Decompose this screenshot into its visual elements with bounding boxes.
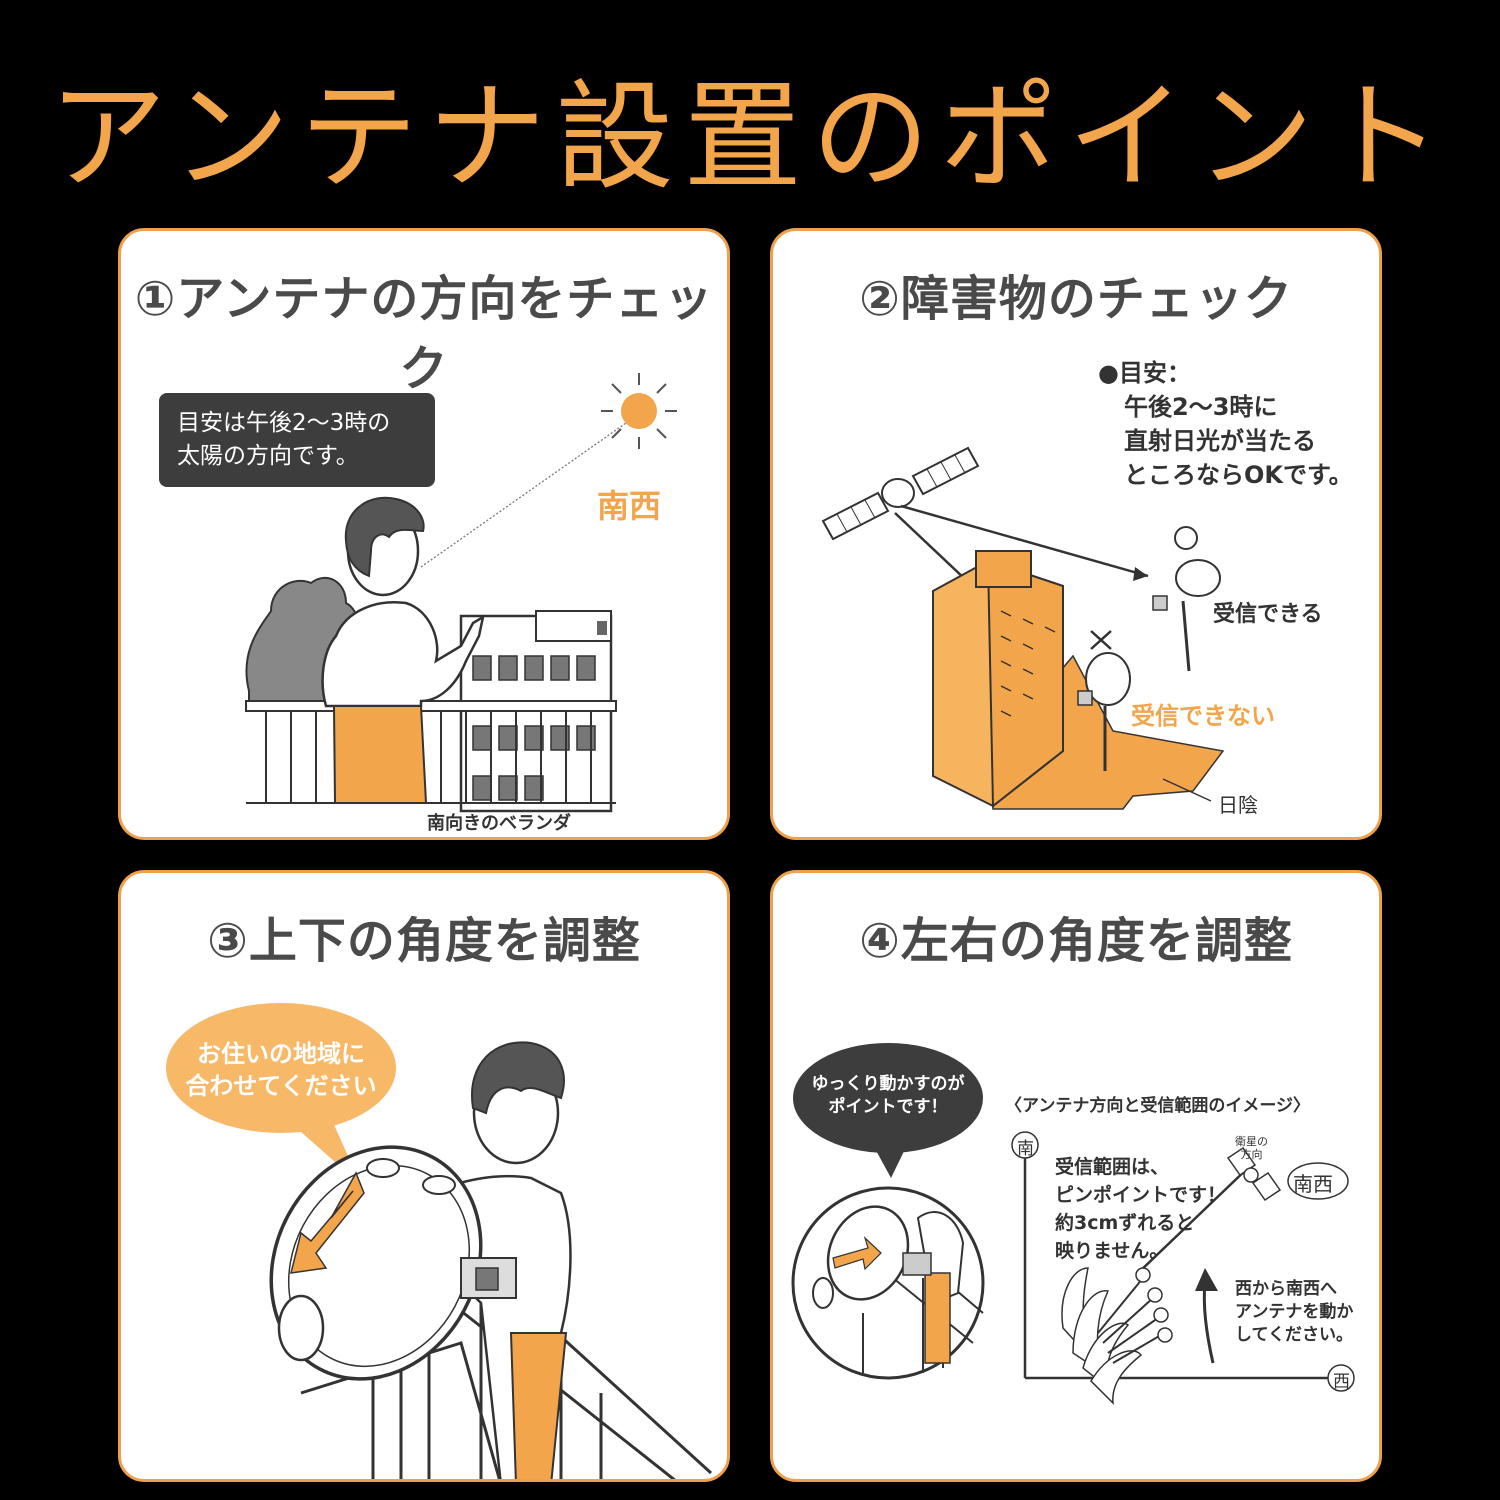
move-line: してください。 — [1235, 1325, 1353, 1345]
sun-icon — [601, 373, 677, 449]
range-line: ピンポイントです！ — [1055, 1184, 1227, 1206]
note-line: 太陽の方向です。 — [177, 443, 359, 469]
range-line: 受信範囲は、 — [1055, 1156, 1170, 1178]
guide-line: 直射日光が当たる — [1124, 427, 1316, 455]
up-down-arrow-icon — [290, 1171, 365, 1274]
slow-move-bubble: ゆっくり動かすのが ポイントです！ — [793, 1073, 983, 1119]
west-label: 西 — [1333, 1372, 1350, 1392]
reception-ok-label: 受信できる — [1213, 602, 1323, 627]
region-bubble: お住いの地域に 合わせてください — [171, 1038, 391, 1102]
note-line: 目安は午後2〜3時の — [177, 410, 391, 436]
satellite-icon — [821, 446, 980, 541]
range-line: 映りません。 — [1055, 1240, 1169, 1262]
panel3-title: ③上下の角度を調整 — [207, 913, 641, 969]
sat-dir-line: 方向 — [1240, 1148, 1263, 1161]
move-instruction: 西から南西へ アンテナを動か してください。 — [1235, 1278, 1353, 1347]
bubble-line: ゆっくり動かすのが — [811, 1074, 965, 1094]
panel-antenna-direction: ①アンテナの方向をチェック 目安は午後2〜3時の 太陽の方向です。 南西 南向き… — [118, 228, 730, 840]
panel-horizontal-angle: ④左右の角度を調整 ゆっくり動かすのが ポイントです！ 〈アンテナ方向と受信範囲… — [770, 870, 1382, 1482]
sat-dir-line: 衛星の — [1235, 1135, 1268, 1148]
panel4-title: ④左右の角度を調整 — [859, 913, 1293, 969]
bubble-line: ポイントです！ — [828, 1097, 948, 1117]
southwest-label: 南西 — [597, 487, 662, 525]
reception-range-note: 受信範囲は、 ピンポイントです！ 約3cmずれると 映りません。 — [1055, 1153, 1226, 1265]
bubble-line: 合わせてください — [185, 1072, 377, 1100]
panel-vertical-angle: ③上下の角度を調整 お住いの地域に 合わせてください — [118, 870, 730, 1482]
move-line: 西から南西へ — [1235, 1279, 1337, 1299]
southwest-label-circle: 南西 — [1293, 1172, 1333, 1196]
time-guide-note: 目安は午後2〜3時の 太陽の方向です。 — [159, 393, 435, 487]
guide-line: ところならOKです。 — [1124, 461, 1353, 489]
panel1-title: ①アンテナの方向をチェック — [134, 271, 714, 397]
satellite-direction-label: 衛星の 方向 — [1235, 1135, 1268, 1161]
obstacle-illustration — [821, 446, 1225, 810]
bubble-line: お住いの地域に — [197, 1040, 365, 1068]
balcony-illustration — [245, 373, 677, 813]
shade-label: 日陰 — [1218, 793, 1258, 817]
satellite-small-icon — [1226, 1146, 1282, 1202]
balcony-caption: 南向きのベランダ — [427, 813, 571, 834]
vertical-adjust-illustration — [166, 1003, 713, 1479]
move-line: アンテナを動か — [1235, 1302, 1354, 1322]
reception-ng-label: 受信できない — [1131, 702, 1275, 730]
horizontal-adjust-illustration — [791, 1043, 1355, 1406]
range-line: 約3cmずれると — [1055, 1212, 1195, 1234]
panel2-title: ②障害物のチェック — [859, 271, 1293, 327]
guide-line: 午後2〜3時に — [1124, 393, 1278, 421]
south-label: 南 — [1017, 1139, 1034, 1159]
guide-line: ●目安： — [1098, 359, 1191, 387]
page-title: アンテナ設置のポイント — [48, 68, 1452, 206]
obstacle-guide: ●目安： 午後2〜3時に 直射日光が当たる ところならOKです。 — [1098, 356, 1353, 492]
panel-obstacle-check: ②障害物のチェック ●目安： 午後2〜3時に 直射日光が当たる ところならOKで… — [770, 228, 1382, 840]
diagram-title: 〈アンテナ方向と受信範囲のイメージ〉 — [1005, 1096, 1310, 1116]
